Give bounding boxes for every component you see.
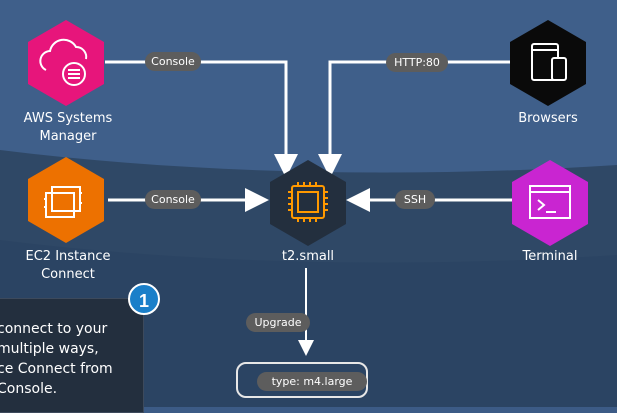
- instance-hexagon: [270, 160, 346, 246]
- browsers-node[interactable]: [506, 18, 590, 106]
- terminal-label: Terminal: [522, 249, 578, 264]
- ssm-label: AWS Systems Manager: [14, 110, 122, 146]
- result-box: [236, 362, 368, 398]
- ssm-console-pill: Console: [145, 52, 201, 71]
- terminal-node[interactable]: [508, 158, 592, 246]
- instance-node[interactable]: [266, 158, 350, 246]
- browsers-hexagon: [510, 20, 586, 106]
- http-pill: HTTP:80: [386, 53, 448, 72]
- devices-icon: [531, 43, 567, 81]
- terminal-icon: [529, 185, 571, 219]
- ssm-label-line2: Manager: [39, 129, 97, 144]
- ec2ic-label: EC2 Instance Connect: [14, 248, 122, 284]
- ssm-node[interactable]: [24, 18, 108, 106]
- ec2ic-node[interactable]: [24, 155, 108, 243]
- callout-line-4: Console.: [0, 381, 58, 397]
- callout-line-1: connect to your: [0, 321, 108, 337]
- callout-line-3: ce Connect from: [0, 361, 113, 377]
- ssm-connector: [105, 60, 298, 178]
- browsers-label: Browsers: [518, 111, 578, 126]
- ec2ic-label-line1: EC2 Instance: [25, 249, 111, 264]
- ssm-label-line1: AWS Systems: [23, 111, 113, 126]
- cloud-gear-icon: [39, 38, 88, 86]
- ec2ic-label-line2: Connect: [41, 267, 95, 282]
- upgrade-pill: Upgrade: [246, 313, 310, 332]
- instances-icon: [44, 186, 82, 218]
- ec2ic-console-pill: Console: [145, 190, 201, 209]
- http-connector: [318, 60, 510, 178]
- ssm-hexagon: [28, 20, 104, 106]
- step-number-badge[interactable]: 1: [128, 283, 160, 315]
- callout-panel: connect to your multiple ways, ce Connec…: [0, 298, 144, 413]
- result-type-pill: type: m4.large: [257, 372, 367, 391]
- callout-line-2: multiple ways,: [0, 341, 99, 357]
- terminal-hexagon: [512, 160, 588, 246]
- ssh-pill: SSH: [395, 190, 435, 209]
- instance-label: t2.small: [281, 249, 335, 264]
- ec2ic-hexagon: [28, 157, 104, 243]
- chip-icon: [288, 182, 328, 222]
